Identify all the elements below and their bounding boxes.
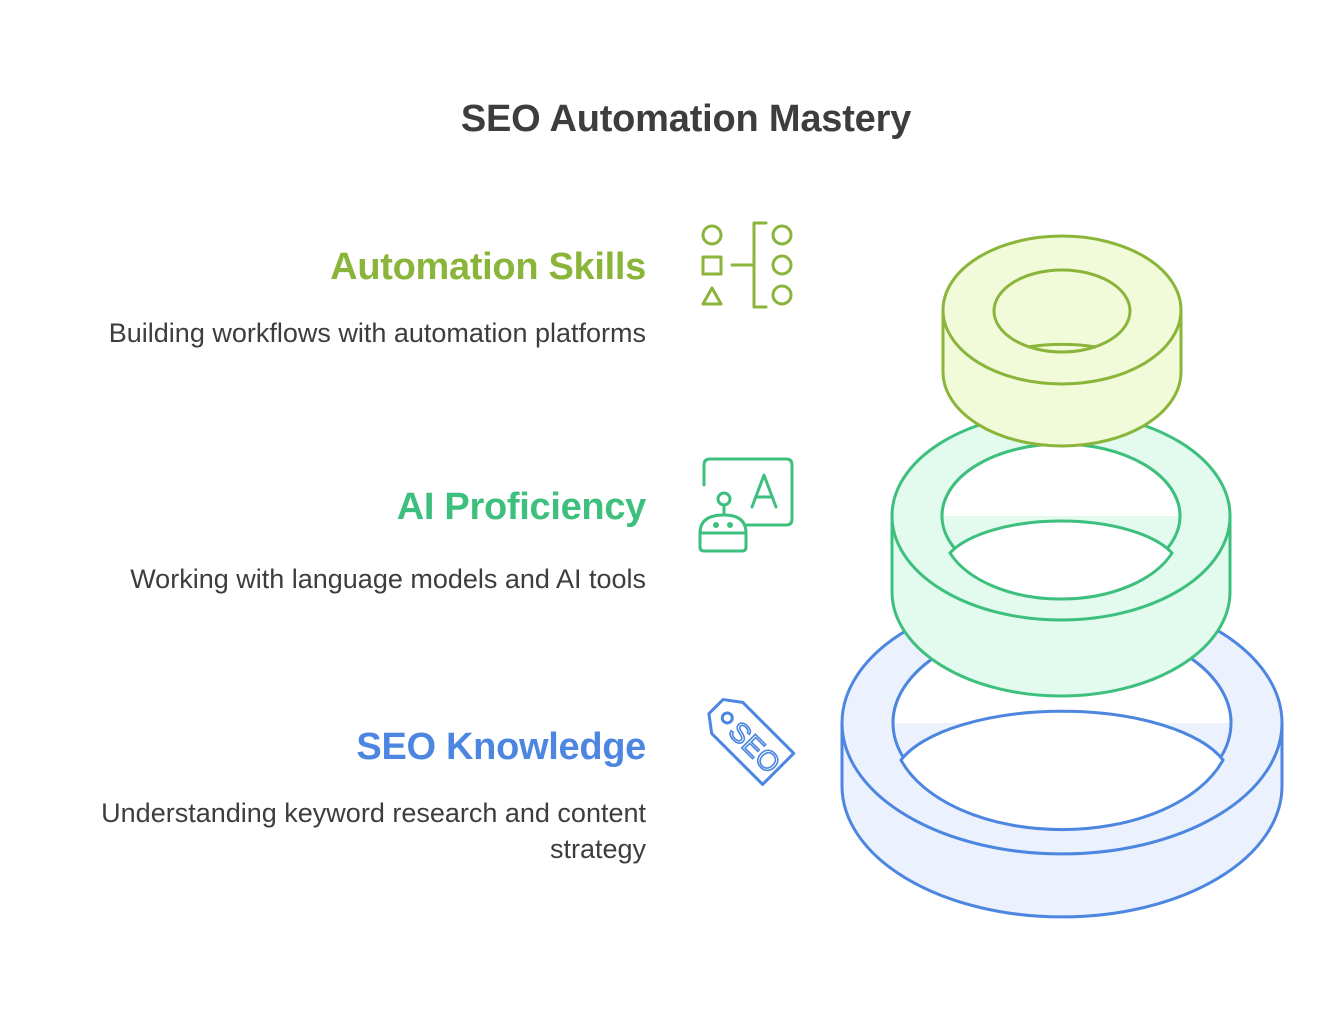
ai-ring — [890, 410, 1232, 698]
diagram-title: SEO Automation Mastery — [460, 98, 912, 140]
seo-tag-icon: SEO — [707, 698, 796, 786]
automation-skills-title: Automation Skills — [330, 246, 646, 288]
automation-skills-description: Building workflows with automation platf… — [108, 318, 646, 348]
workflow-icon — [701, 221, 793, 309]
ai-proficiency-title: AI Proficiency — [396, 486, 647, 528]
ai-proficiency-description: Working with language models and AI tool… — [130, 564, 646, 594]
robot-icon — [698, 457, 794, 553]
seo-knowledge-title: SEO Knowledge — [356, 726, 646, 768]
seo-knowledge-description: Understanding keyword research and conte… — [101, 798, 646, 864]
automation-ring — [941, 234, 1183, 448]
